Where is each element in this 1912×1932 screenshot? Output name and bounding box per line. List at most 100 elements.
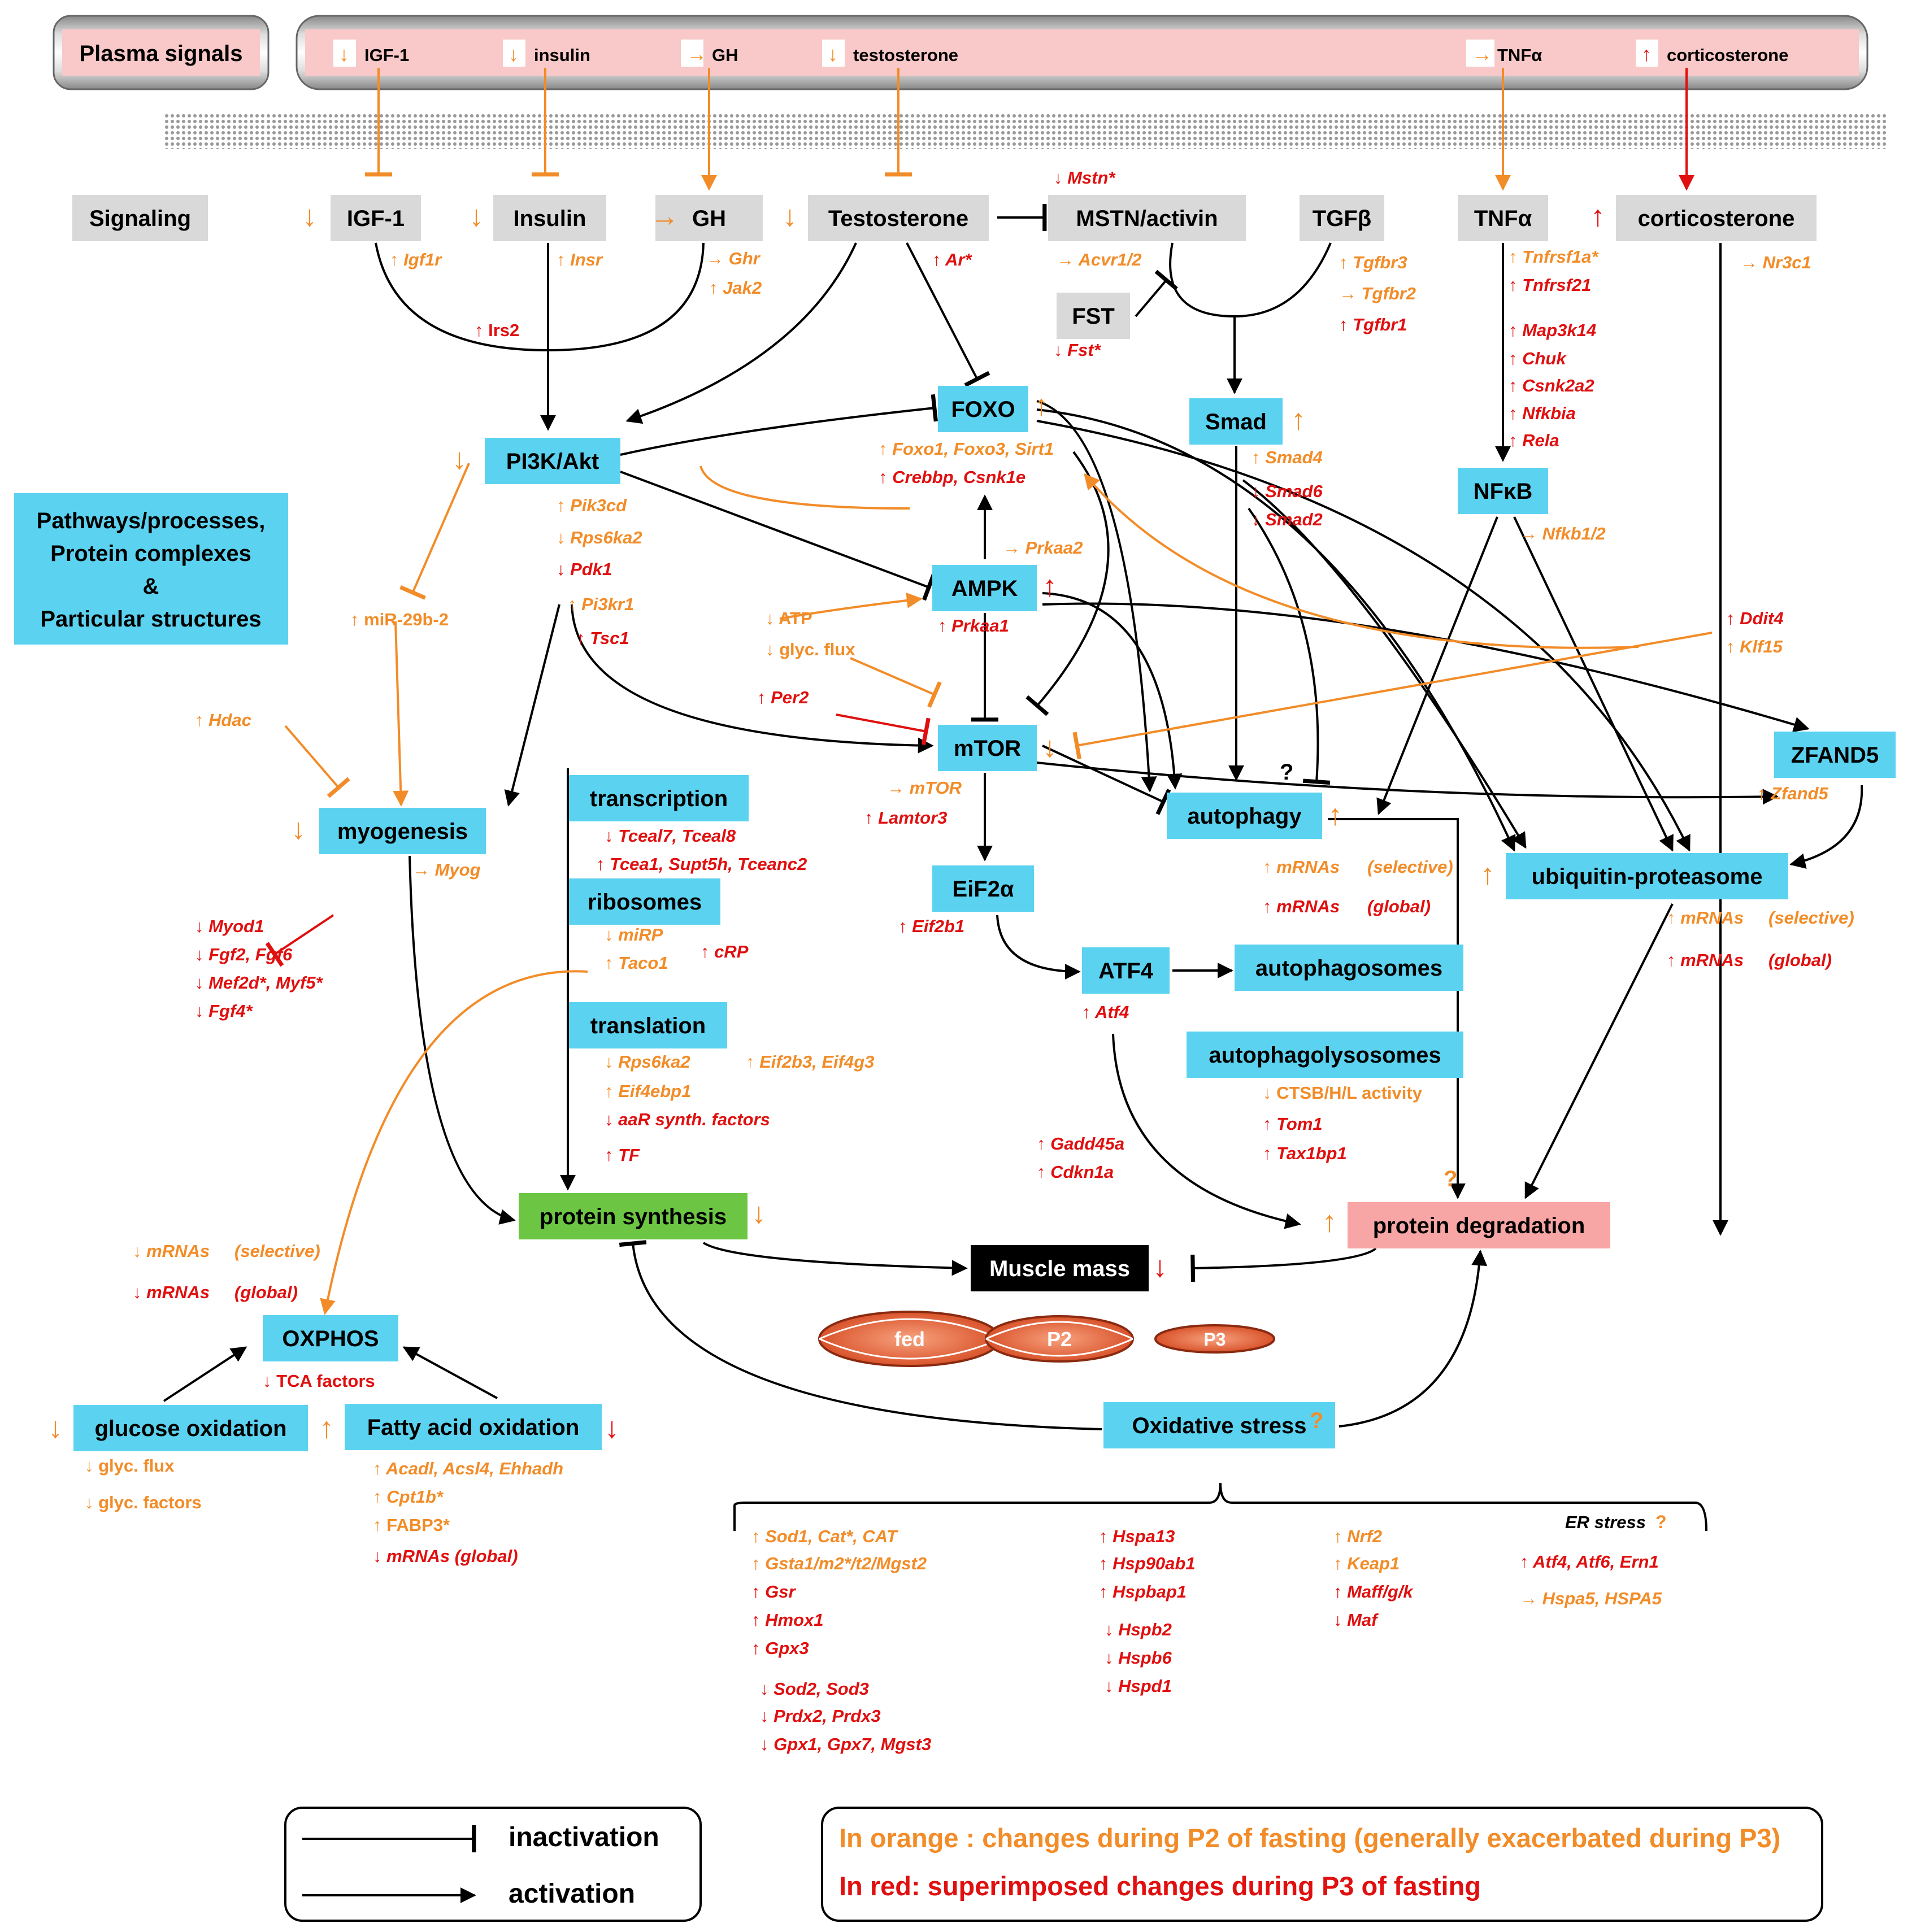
- atf4-label: ATF4: [1098, 959, 1154, 984]
- svg-text:↑ mRNAs: ↑ mRNAs: [1263, 897, 1340, 916]
- svg-text:↑ Eif2b1: ↑ Eif2b1: [898, 916, 964, 936]
- edge: [1524, 903, 1674, 1199]
- change-arrow: ↑: [1042, 570, 1057, 603]
- translation-label: translation: [590, 1013, 706, 1038]
- change-arrow: ↓: [605, 1412, 619, 1444]
- annotation: → Hspa5, HSPA5: [1520, 1589, 1662, 1608]
- svg-text:↑ Atf4: ↑ Atf4: [1082, 1002, 1129, 1022]
- annotation: ↑ Foxo1, Foxo3, Sirt1: [879, 439, 1054, 459]
- svg-text:→ Nfkb1/2: → Nfkb1/2: [1520, 524, 1606, 543]
- annotation: ↑ Sod1, Cat*, CAT: [751, 1526, 899, 1546]
- annotation: ↑ Cpt1b*: [373, 1487, 444, 1507]
- svg-text:(global): (global): [1367, 897, 1431, 916]
- testosterone-label: Testosterone: [828, 206, 968, 231]
- svg-text:↑ Insr: ↑ Insr: [557, 250, 603, 269]
- edge: [906, 242, 990, 388]
- texts: ↑ Igf1r↑ Insr→ Ghr↑ Jak2↑ Irs2↑ Ar*↓ Mst…: [48, 168, 1854, 1754]
- svg-text:→ Hspa5, HSPA5: → Hspa5, HSPA5: [1520, 1589, 1662, 1608]
- edge: [320, 970, 588, 1315]
- annotation: ↓ TCA factors: [263, 1371, 375, 1391]
- svg-text:↑ Igf1r: ↑ Igf1r: [390, 250, 442, 269]
- svg-text:↑ Tgfbr3: ↑ Tgfbr3: [1339, 253, 1407, 272]
- annotation: ↓ Smad6: [1252, 481, 1323, 501]
- annotation: ↑ TF: [605, 1145, 640, 1165]
- annotation: ↓ Mef2d*, Myf5*: [195, 973, 324, 993]
- svg-text:↑ Gadd45a: ↑ Gadd45a: [1037, 1134, 1124, 1154]
- annotation: ↑ Map3k14: [1509, 320, 1596, 340]
- edge: [1376, 516, 1498, 815]
- edge: [1112, 1033, 1301, 1229]
- edge: [284, 725, 350, 798]
- tgfb-box: TGFβ: [1300, 195, 1384, 241]
- oxidative-stress-label: Oxidative stress: [1132, 1413, 1306, 1438]
- annotation: ↓ glyc. flux: [766, 639, 855, 659]
- svg-text:→ Ghr: → Ghr: [706, 249, 761, 268]
- annotation: ↑ Gadd45a: [1037, 1134, 1124, 1154]
- oxphos-box: OXPHOS: [263, 1315, 398, 1361]
- edge: [625, 242, 857, 424]
- annotation: ↓ Rps6ka2: [557, 528, 642, 547]
- annotation: ↑ Chuk: [1509, 349, 1567, 368]
- change-arrow: ↓: [783, 200, 797, 233]
- eif2a-box: EiF2α: [932, 865, 1034, 912]
- annotation: ↑ Prkaa1: [938, 616, 1009, 636]
- gh-label: GH: [692, 206, 726, 231]
- svg-text:→ Tgfbr2: → Tgfbr2: [1339, 284, 1416, 303]
- edge: [699, 465, 910, 510]
- svg-text:↓ mRNAs: ↓ mRNAs: [133, 1241, 210, 1261]
- annotation: ↓ Smad2: [1252, 510, 1323, 529]
- svg-text:↓: ↓: [509, 42, 519, 66]
- ribosomes-label: ribosomes: [588, 890, 702, 915]
- annotation: ↑ Lamtor3: [864, 808, 947, 828]
- svg-text:↑ Klf15: ↑ Klf15: [1726, 637, 1783, 656]
- edge: [779, 592, 923, 620]
- svg-text:↑ Prkaa1: ↑ Prkaa1: [938, 616, 1009, 636]
- svg-text:↑ Ar*: ↑ Ar*: [932, 250, 972, 269]
- edge: [1042, 745, 1171, 815]
- annotation: ↓ Gpx1, Gpx7, Mgst3: [760, 1734, 931, 1754]
- change-arrow: ↓: [469, 200, 484, 233]
- legend-box: Pathways/processes,Protein complexes&Par…: [14, 493, 288, 645]
- annotation: ↑ Keap1: [1333, 1554, 1400, 1573]
- signaling-label: Signaling: [89, 206, 191, 231]
- annotation: ↓ Mstn*: [1054, 168, 1116, 188]
- svg-text:↑ Gpx3: ↑ Gpx3: [751, 1638, 809, 1658]
- svg-text:↓ Sod2, Sod3: ↓ Sod2, Sod3: [760, 1679, 869, 1699]
- muscle-icons: fed P2 P3: [818, 1311, 1275, 1367]
- nfkb-label: NFκB: [1474, 479, 1533, 504]
- svg-text:↑ Hsp90ab1: ↑ Hsp90ab1: [1099, 1554, 1196, 1573]
- edge: [393, 621, 409, 807]
- annotation: ↑ Crebbp, Csnk1e: [879, 467, 1025, 487]
- smad-box: Smad: [1189, 398, 1283, 445]
- svg-text:↑ Hspa13: ↑ Hspa13: [1099, 1526, 1175, 1546]
- autophagolysosomes-label: autophagolysosomes: [1209, 1043, 1441, 1068]
- svg-text:↑ Eif2b3, Eif4g3: ↑ Eif2b3, Eif4g3: [746, 1052, 874, 1072]
- fst-box: FST: [1057, 293, 1130, 339]
- svg-text:↑ Nfkbia: ↑ Nfkbia: [1509, 403, 1576, 423]
- annotation: ↓ Hspb6: [1105, 1648, 1172, 1668]
- igf1-label: IGF-1: [347, 206, 405, 231]
- svg-text:→ Nr3c1: → Nr3c1: [1740, 253, 1811, 272]
- change-arrow: ↑: [1480, 858, 1495, 891]
- fst-label: FST: [1072, 304, 1115, 329]
- svg-text:↓ glyc. factors: ↓ glyc. factors: [85, 1492, 202, 1512]
- svg-text:↑ Keap1: ↑ Keap1: [1333, 1554, 1400, 1573]
- annotation: ↑ mRNAs: [1263, 897, 1340, 916]
- annotation: ↑ Gpx3: [751, 1638, 809, 1658]
- annotation: ↓ Rps6ka2: [605, 1052, 690, 1072]
- plasma-tube-left: [53, 15, 270, 90]
- er-stress-label: ER stress: [1565, 1512, 1646, 1532]
- change-arrow: ↓: [1042, 731, 1057, 764]
- svg-text:↑ Tcea1, Supt5h, Tceanc2: ↑ Tcea1, Supt5h, Tceanc2: [596, 854, 807, 874]
- svg-text:↑ Hdac: ↑ Hdac: [195, 710, 251, 730]
- svg-text:(global): (global): [1768, 950, 1832, 970]
- change-arrow: ↓: [452, 443, 467, 476]
- svg-text:↑ Maff/g/k: ↑ Maff/g/k: [1333, 1582, 1414, 1602]
- svg-text:→ Prkaa2: → Prkaa2: [1003, 538, 1083, 558]
- svg-text:↓ mRNAs: ↓ mRNAs: [133, 1282, 210, 1302]
- svg-text:↓ Hspb2: ↓ Hspb2: [1105, 1620, 1172, 1639]
- svg-text:↓ Mef2d*, Myf5*: ↓ Mef2d*, Myf5*: [195, 973, 324, 993]
- annotation: ↑ Hspa13: [1099, 1526, 1175, 1546]
- corticosterone-label: corticosterone: [1638, 206, 1795, 231]
- edge: [733, 1482, 1707, 1531]
